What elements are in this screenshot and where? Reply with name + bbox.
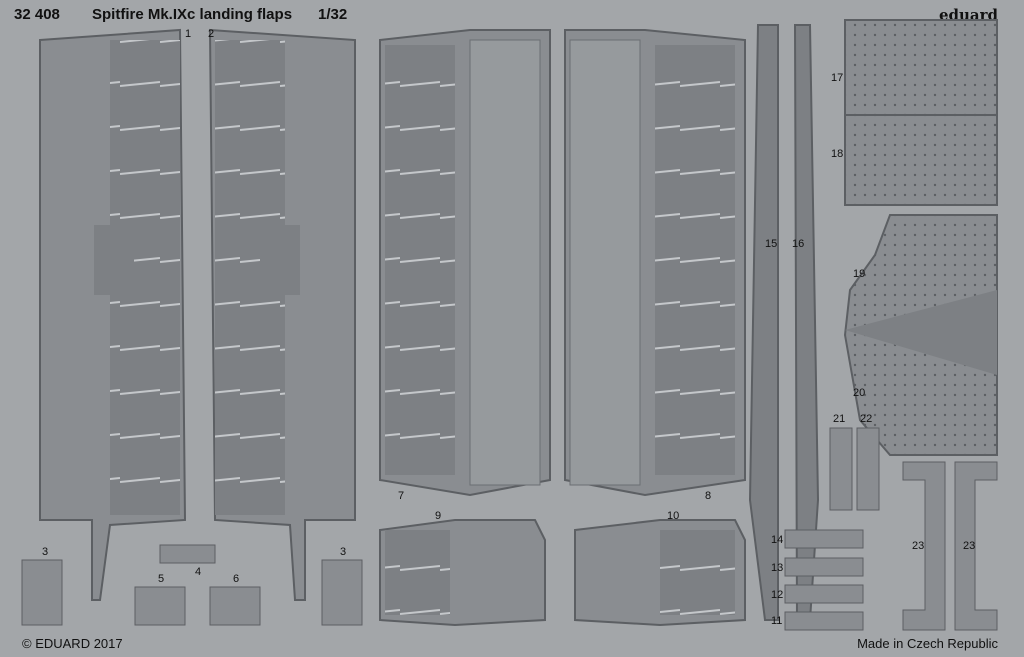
part-5 <box>134 586 186 626</box>
part-23-left <box>902 461 946 631</box>
part-3-left <box>21 559 63 626</box>
label-4: 4 <box>195 566 202 578</box>
label-5: 5 <box>158 573 165 585</box>
label-3-right: 3 <box>340 546 347 558</box>
label-10: 10 <box>667 510 680 522</box>
label-19: 19 <box>853 268 866 280</box>
label-8: 8 <box>705 490 712 502</box>
part-7-flap-bay <box>379 29 551 497</box>
set-scale: 1/32 <box>318 6 348 23</box>
label-23-left: 23 <box>912 540 925 552</box>
part-17-18-panel <box>844 19 998 206</box>
label-7: 7 <box>398 490 405 502</box>
label-21: 21 <box>833 413 846 425</box>
label-23-right: 23 <box>963 540 976 552</box>
part-14 <box>784 529 864 549</box>
part-8-flap-bay <box>564 29 746 497</box>
label-16: 16 <box>792 238 805 250</box>
part-15-strip <box>748 24 779 621</box>
label-17: 17 <box>831 72 844 84</box>
label-9: 9 <box>435 510 442 522</box>
label-18: 18 <box>831 148 844 160</box>
part-2-flap <box>208 28 356 601</box>
label-3-left: 3 <box>42 546 49 558</box>
label-13: 13 <box>771 562 784 574</box>
label-15: 15 <box>765 238 778 250</box>
part-4 <box>159 544 216 564</box>
part-3-right <box>321 559 363 626</box>
copyright: © EDUARD 2017 <box>22 636 123 651</box>
label-20: 20 <box>853 387 866 399</box>
part-12 <box>784 584 864 604</box>
part-1-flap <box>39 28 187 601</box>
label-22: 22 <box>860 413 873 425</box>
set-title: Spitfire Mk.IXc landing flaps <box>92 6 293 23</box>
label-6: 6 <box>233 573 240 585</box>
part-13 <box>784 557 864 577</box>
label-11: 11 <box>771 615 783 627</box>
label-2: 2 <box>208 28 215 40</box>
part-22 <box>856 427 880 511</box>
part-11 <box>784 611 864 631</box>
part-23-right <box>954 461 998 631</box>
label-14: 14 <box>771 534 784 546</box>
set-code: 32 408 <box>14 6 60 23</box>
part-6 <box>209 586 261 626</box>
origin: Made in Czech Republic <box>857 636 998 651</box>
label-12: 12 <box>771 589 784 601</box>
part-21 <box>829 427 853 511</box>
label-1: 1 <box>185 28 192 40</box>
